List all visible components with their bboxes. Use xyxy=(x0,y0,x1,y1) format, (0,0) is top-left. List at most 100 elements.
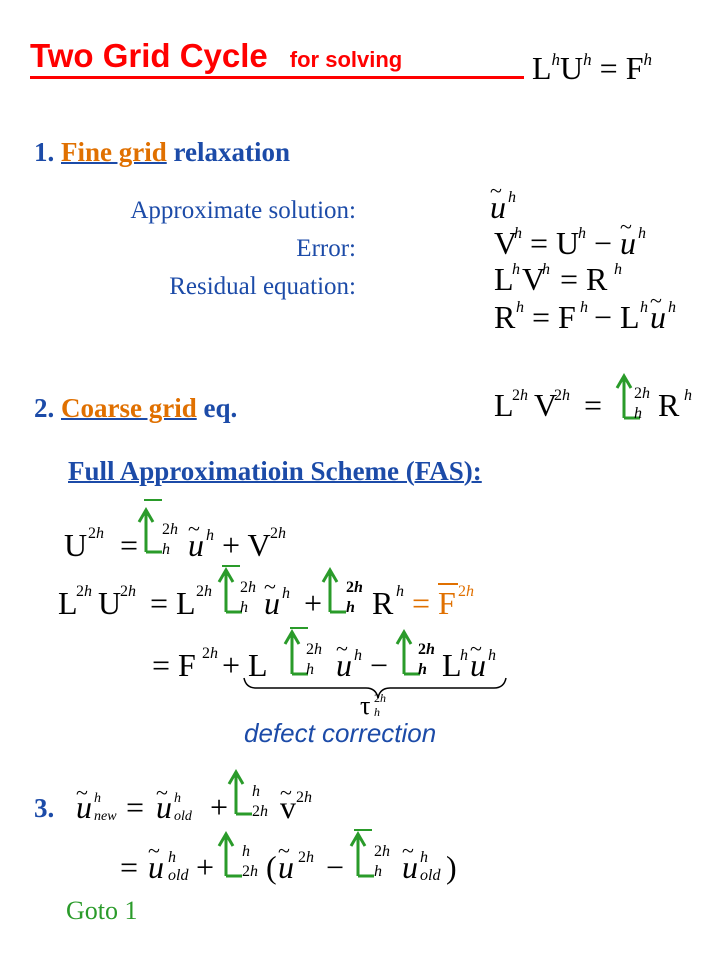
svg-text:2h: 2h xyxy=(76,583,92,600)
svg-text:h: h xyxy=(634,405,642,422)
svg-text:new: new xyxy=(94,809,117,824)
step1-rest: relaxation xyxy=(173,137,291,167)
eq-residual-def: R h = F h − L h u ~ h xyxy=(494,288,676,335)
step1-heading: 1. Fine grid relaxation xyxy=(34,136,290,168)
svg-text:h: h xyxy=(374,705,380,719)
svg-text:h: h xyxy=(346,599,355,616)
svg-text:2h: 2h xyxy=(306,641,322,658)
svg-text:h: h xyxy=(542,261,550,278)
svg-text:2h: 2h xyxy=(458,583,474,600)
svg-text:u: u xyxy=(76,789,92,825)
svg-text:(: ( xyxy=(266,849,277,885)
step2-number: 2. xyxy=(34,393,55,423)
eq-fas-3: = F 2h + L 2h h u ~ h − 2h h L h u ~ h τ… xyxy=(152,627,507,720)
svg-text:h: h xyxy=(460,647,468,664)
step2-underlined: Coarse grid xyxy=(61,393,197,423)
svg-text:=: = xyxy=(120,849,138,885)
svg-text:~: ~ xyxy=(402,838,414,863)
svg-text:= R: = R xyxy=(560,261,608,297)
svg-text:h: h xyxy=(684,387,692,404)
svg-text:h: h xyxy=(252,783,260,800)
svg-text:h: h xyxy=(508,189,516,206)
svg-text:u: u xyxy=(156,789,172,825)
svg-text:h: h xyxy=(488,647,496,664)
svg-text:h: h xyxy=(174,791,181,806)
svg-text:2h: 2h xyxy=(252,803,268,820)
svg-text:=: = xyxy=(120,527,138,563)
svg-text:2h: 2h xyxy=(88,525,104,542)
svg-text:L: L xyxy=(494,261,514,297)
svg-text:): ) xyxy=(446,849,457,885)
svg-text:+ V: + V xyxy=(222,527,271,563)
svg-text:−: − xyxy=(326,849,344,885)
eq-approx: u ~ h xyxy=(490,178,516,225)
svg-text:h: h xyxy=(168,849,176,866)
svg-text:2h: 2h xyxy=(162,521,178,538)
svg-text:+ L: + L xyxy=(222,647,268,683)
svg-text:h: h xyxy=(240,599,248,616)
svg-text:h: h xyxy=(420,849,428,866)
svg-text:u: u xyxy=(470,647,486,683)
eq-coarse: L 2h V 2h = 2h h R h xyxy=(494,374,692,423)
svg-text:U: U xyxy=(64,527,87,563)
label-error: Error: xyxy=(296,235,356,262)
svg-text:~: ~ xyxy=(156,780,168,805)
svg-text:~: ~ xyxy=(280,780,292,805)
svg-text:V: V xyxy=(534,387,557,423)
svg-text:= F: = F xyxy=(412,585,456,621)
svg-text:u: u xyxy=(650,299,666,335)
svg-text:old: old xyxy=(168,867,189,884)
step1-number: 1. xyxy=(34,137,55,167)
svg-text:2h: 2h xyxy=(120,583,136,600)
svg-text:old: old xyxy=(174,809,193,824)
svg-text:~: ~ xyxy=(620,214,632,239)
fas-heading: Full Approximatioin Scheme (FAS): xyxy=(68,456,482,486)
label-approx: Approximate solution: xyxy=(130,197,356,224)
svg-text:2h: 2h xyxy=(418,641,435,658)
svg-text:~: ~ xyxy=(650,288,662,313)
svg-text:~: ~ xyxy=(490,178,502,203)
svg-text:=: = xyxy=(126,789,144,825)
svg-text:L: L xyxy=(494,387,514,423)
title-main: Two Grid Cycle xyxy=(30,37,268,74)
svg-text:v: v xyxy=(280,789,296,825)
eq-error: V h = U h − u ~ h xyxy=(494,214,646,261)
svg-text:h: h xyxy=(206,527,214,544)
svg-text:+: + xyxy=(196,849,214,885)
svg-text:h: h xyxy=(94,791,101,806)
svg-text:+: + xyxy=(304,585,322,621)
svg-text:h: h xyxy=(162,541,170,558)
svg-text:h: h xyxy=(516,299,524,316)
svg-text:old: old xyxy=(420,867,441,884)
svg-text:2h: 2h xyxy=(374,843,390,860)
eq-residual: L h V h = R h xyxy=(494,261,622,297)
title-equation: LhUh = Fh xyxy=(532,50,652,86)
svg-text:h: h xyxy=(578,225,586,242)
svg-text:h: h xyxy=(580,299,588,316)
svg-text:h: h xyxy=(282,585,290,602)
svg-text:h: h xyxy=(512,261,520,278)
svg-text:u: u xyxy=(620,225,636,261)
svg-text:2h: 2h xyxy=(554,387,570,404)
svg-text:2h: 2h xyxy=(202,645,218,662)
svg-text:~: ~ xyxy=(188,516,200,541)
eq-fas-1: U 2h = 2h h u ~ h + V 2h xyxy=(64,499,286,563)
svg-text:u: u xyxy=(264,585,280,621)
svg-text:~: ~ xyxy=(336,636,348,661)
svg-text:− L: − L xyxy=(594,299,640,335)
eq-fas-2: L 2h U 2h = L 2h 2h h u ~ h + 2h h R h =… xyxy=(58,565,474,621)
svg-text:2h: 2h xyxy=(634,385,650,402)
svg-text:~: ~ xyxy=(264,574,276,599)
svg-text:h: h xyxy=(418,661,427,678)
step2-heading: 2. Coarse grid eq. xyxy=(34,392,237,424)
svg-text:u: u xyxy=(278,849,294,885)
defect-correction-label: defect correction xyxy=(244,718,437,748)
eq-step3-1: u ~ h new = u ~ h old + h 2h v ~ 2h xyxy=(76,770,312,825)
svg-text:−: − xyxy=(370,647,388,683)
svg-text:2h: 2h xyxy=(512,387,528,404)
svg-text:h: h xyxy=(374,863,382,880)
svg-text:~: ~ xyxy=(76,780,88,805)
step1-underlined: Fine grid xyxy=(61,137,167,167)
